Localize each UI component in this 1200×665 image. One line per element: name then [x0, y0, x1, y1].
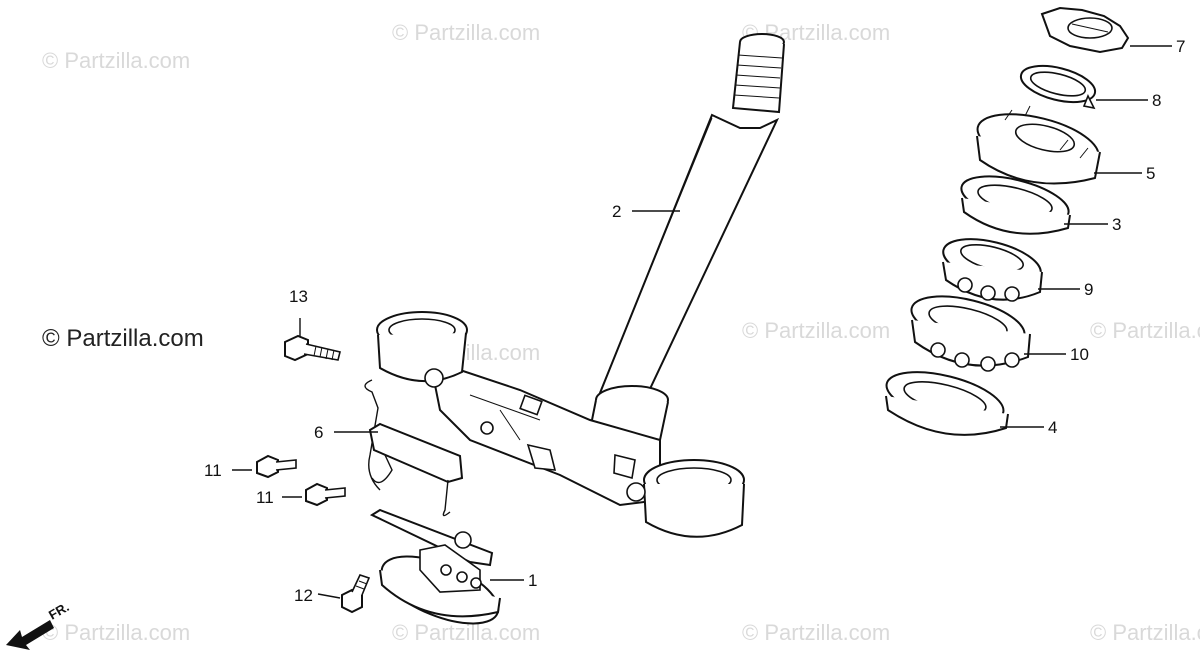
watermark: © Partzilla.com: [742, 318, 890, 343]
callout-12: 12: [294, 586, 313, 605]
callout-9: 9: [1084, 280, 1093, 299]
callout-labels: 7 8 5 3 9 10 4 2 6 11 11 13 1 12: [204, 37, 1185, 605]
watermark: © Partzilla.com: [1090, 318, 1200, 343]
callout-11: 11: [204, 461, 222, 480]
callout-4: 4: [1048, 418, 1057, 437]
callout-10: 10: [1070, 345, 1089, 364]
callout-1: 1: [528, 571, 537, 590]
callout-13: 13: [289, 287, 308, 306]
part-11-bolt-lower[interactable]: [305, 482, 346, 507]
part-8-lock-washer[interactable]: [1017, 59, 1098, 110]
watermark: © Partzilla.com: [42, 620, 190, 645]
callout-7: 7: [1176, 37, 1185, 56]
part-7-lock-nut[interactable]: [1040, 6, 1130, 54]
part-11-bolt-upper[interactable]: [256, 454, 297, 479]
callout-11: 11: [256, 488, 274, 507]
part-4-bearing-race[interactable]: [881, 362, 1009, 436]
watermark: © Partzilla.com: [742, 620, 890, 645]
callout-8: 8: [1152, 91, 1161, 110]
watermark-main: © Partzilla.com: [42, 325, 204, 352]
part-1-lower-assembly[interactable]: [369, 508, 507, 637]
callout-5: 5: [1146, 164, 1155, 183]
watermark-layer: © Partzilla.com © Partzilla.com © Partzi…: [42, 20, 1200, 645]
watermark: © Partzilla.com: [1090, 620, 1200, 645]
callout-3: 3: [1112, 215, 1121, 234]
watermark: © Partzilla.com: [42, 48, 190, 73]
part-12-bolt[interactable]: [341, 574, 371, 614]
part-3-bearing-race[interactable]: [957, 167, 1073, 235]
part-6-bracket[interactable]: [364, 379, 464, 517]
arrow-icon: [6, 620, 54, 650]
part-10-ball-bearing[interactable]: [906, 287, 1031, 372]
callout-6: 6: [314, 423, 323, 442]
part-2-steering-stem[interactable]: [376, 33, 785, 538]
part-5-adjusting-nut[interactable]: [972, 104, 1104, 185]
part-13-bolt[interactable]: [284, 334, 341, 362]
leader-lines: [232, 45, 1172, 599]
callout-2: 2: [612, 202, 621, 221]
watermark: © Partzilla.com: [392, 20, 540, 45]
part-9-ball-bearing[interactable]: [939, 230, 1046, 302]
